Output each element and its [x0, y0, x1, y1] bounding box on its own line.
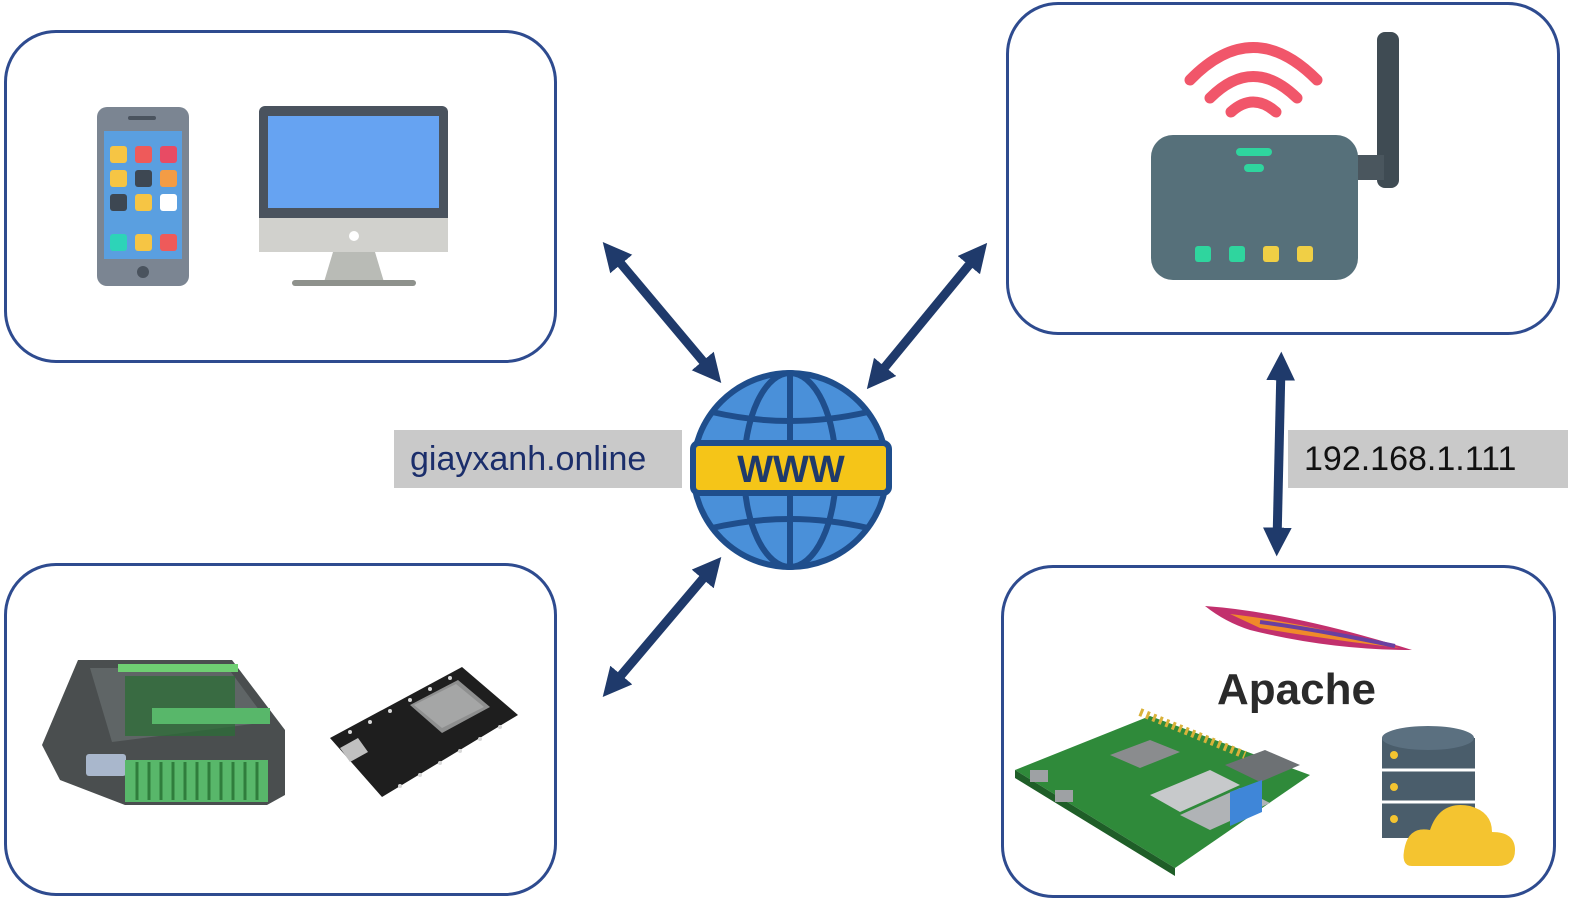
wifi-router-icon — [1151, 32, 1399, 280]
apache-feather-logo — [1205, 606, 1412, 650]
ip-address-label: 192.168.1.111 — [1288, 430, 1568, 488]
domain-label: giayxanh.online — [394, 430, 682, 488]
apache-text: Apache — [1217, 665, 1376, 714]
www-globe-icon — [690, 370, 892, 570]
globe-text: WWW — [737, 449, 845, 491]
monitor-icon — [259, 106, 448, 286]
arrow-router-server — [1262, 351, 1296, 557]
arrow-clients-globe — [602, 241, 722, 384]
database-cloud-icon — [1382, 726, 1515, 866]
raspberry-pi-icon — [1015, 708, 1310, 876]
arrow-devices-globe — [602, 557, 722, 697]
plc-controller-icon — [42, 660, 285, 805]
smartphone-icon — [97, 107, 189, 286]
arrow-router-globe — [866, 242, 988, 390]
esp32-board-icon — [330, 667, 518, 797]
